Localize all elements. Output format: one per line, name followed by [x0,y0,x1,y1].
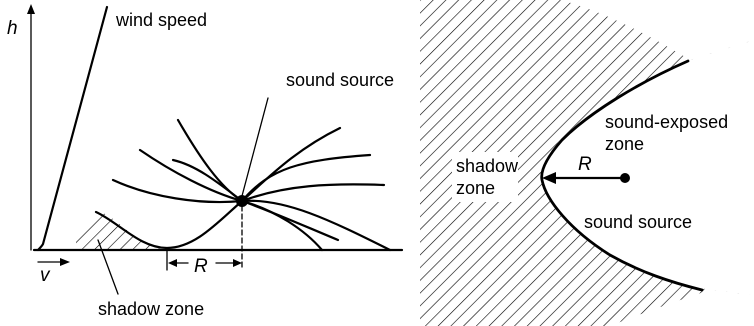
shadow-zone-label: shadow zone [98,299,204,319]
right-distance-label: R [578,154,592,175]
exposed-zone-label-line1: sound-exposed [605,112,728,132]
wind-speed-profile [38,7,107,250]
shadow-zone-label-line2: zone [456,178,495,198]
wind-speed-label: wind speed [115,10,207,30]
sound-source-label: sound source [286,70,394,90]
right-panel: R sound source sound-exposed zone shadow… [420,0,754,326]
sound-source-point [236,195,248,207]
exposed-zone-label-line2: zone [605,134,644,154]
sound-rays [96,120,390,250]
shadow-zone-label-line1: shadow [456,156,519,176]
left-panel: h wind speed v [7,4,402,319]
height-axis-label: h [7,18,18,39]
right-sound-source-point [620,173,630,183]
right-sound-source-label: sound source [584,212,692,232]
distance-label: R [194,256,208,277]
height-axis [27,4,35,250]
velocity-axis-label: v [40,265,51,286]
